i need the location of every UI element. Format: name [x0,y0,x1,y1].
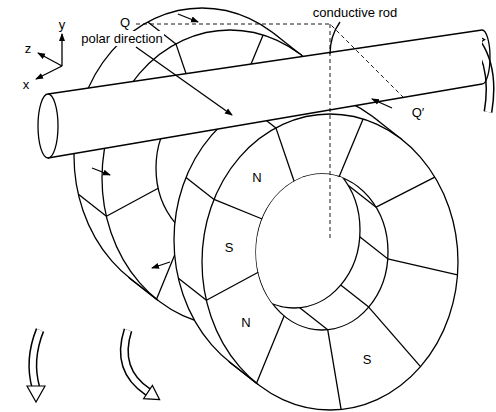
pole-label: N [240,315,251,330]
axis-label: z [24,41,33,56]
pole-label: S [224,240,235,255]
leader-label: conductive rod [312,5,399,20]
axis-label: x [22,77,31,92]
pole-label: N [251,170,262,185]
section-label: Q′ [411,105,426,120]
leader-label: polar direction [80,31,164,46]
pole-label: S [362,352,373,367]
axis-label: y [58,17,67,32]
section-label: Q [119,15,131,30]
